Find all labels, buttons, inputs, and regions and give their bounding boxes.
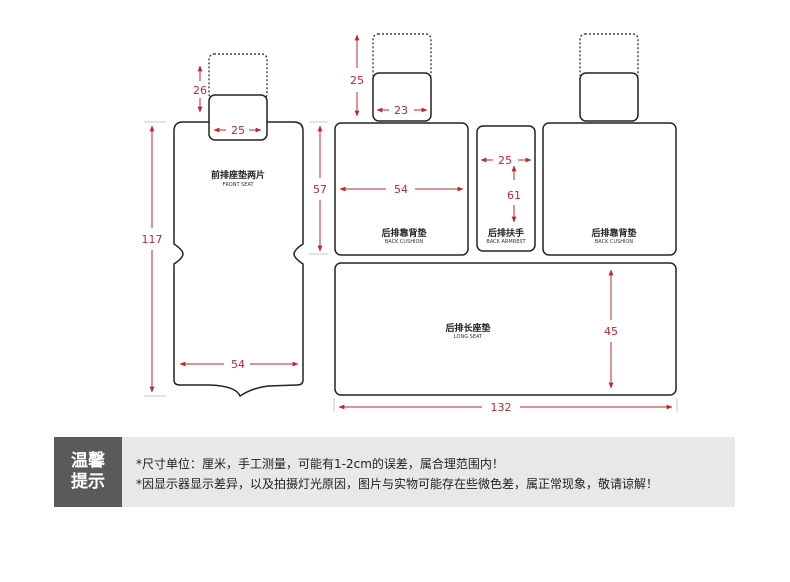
dim-rear-headrest-width: 23 [394, 104, 408, 117]
front-headrest-outline [208, 94, 268, 141]
dim-front-seat-width: 54 [231, 358, 245, 371]
back-armrest: 后排扶手 BACK ARMREST [476, 125, 536, 252]
dim-long-seat-width: 132 [491, 401, 512, 414]
back-cushion-right-title: 后排靠背垫 [591, 227, 636, 239]
dim-armrest-width: 25 [498, 154, 512, 167]
dim-back-cushion-width: 54 [394, 183, 408, 196]
dim-front-seat-height: 117 [142, 233, 163, 246]
front-seat-outline [173, 121, 304, 398]
long-seat: 后排长座垫 LONG SEAT [334, 262, 677, 396]
rear-headrest-left [372, 33, 432, 122]
dim-back-cushion-height: 57 [313, 183, 327, 196]
long-seat-title: 后排长座垫 [445, 322, 490, 334]
back-cushion-right-outline [542, 122, 677, 256]
back-cushion-left-subtitle: BACK CUSHION [385, 239, 424, 245]
tip-line-color-difference: *因显示器显示差异，以及拍摄灯光原因，图片与实物可能存在些微色差，属正常现象，敬… [136, 477, 659, 491]
back-cushion-left-title: 后排靠背垫 [381, 227, 426, 239]
back-cushion-left-outline [334, 122, 469, 256]
front-seat-title: 前排座垫两片 [211, 169, 265, 181]
back-cushion-right: 后排靠背垫 BACK CUSHION [542, 122, 677, 256]
dim-long-seat-height: 45 [604, 325, 618, 338]
dim-front-headrest-height: 26 [193, 84, 207, 97]
rear-headrest-left-dotted [372, 33, 432, 80]
long-seat-outline [334, 262, 677, 396]
tips-text: *尺寸单位：厘米，手工测量，可能有1-2cm的误差，属合理范围内！ *因显示器显… [136, 454, 658, 494]
front-headrest-dotted-outline [208, 53, 268, 100]
dim-rear-headrest-height: 25 [350, 74, 364, 87]
seat-cover-size-diagram: 前排座垫两片 FRONT SEAT 后排靠背垫 BACK CUSHION 后排扶… [142, 33, 678, 414]
extension-lines [144, 121, 678, 412]
back-cushion-left: 后排靠背垫 BACK CUSHION [334, 122, 469, 256]
dim-armrest-height: 61 [507, 189, 521, 202]
tips-label: 温馨 提示 [54, 437, 122, 507]
tips-bar: 温馨 提示 *尺寸单位：厘米，手工测量，可能有1-2cm的误差，属合理范围内！ … [54, 437, 735, 507]
rear-headrest-right-outline [579, 72, 639, 122]
dim-front-headrest-width: 25 [231, 124, 245, 137]
back-armrest-title: 后排扶手 [488, 227, 524, 239]
tips-label-line1: 温馨 [71, 451, 105, 471]
long-seat-subtitle: LONG SEAT [454, 334, 483, 340]
tip-line-measurement: *尺寸单位：厘米，手工测量，可能有1-2cm的误差，属合理范围内！ [136, 457, 504, 471]
tips-label-line2: 提示 [71, 472, 105, 492]
dimension-arrows [149, 34, 673, 410]
rear-headrest-right [579, 33, 639, 122]
dimension-labels: 26 25 117 54 25 23 57 54 25 61 45 132 [142, 74, 619, 414]
back-armrest-outline [476, 125, 536, 252]
back-armrest-subtitle: BACK ARMREST [486, 239, 526, 245]
front-seat-piece: 前排座垫两片 FRONT SEAT [173, 53, 304, 398]
front-seat-subtitle: FRONT SEAT [222, 182, 254, 188]
rear-headrest-right-dotted [579, 33, 639, 80]
rear-headrest-left-outline [372, 72, 432, 122]
back-cushion-right-subtitle: BACK CUSHION [595, 239, 634, 245]
